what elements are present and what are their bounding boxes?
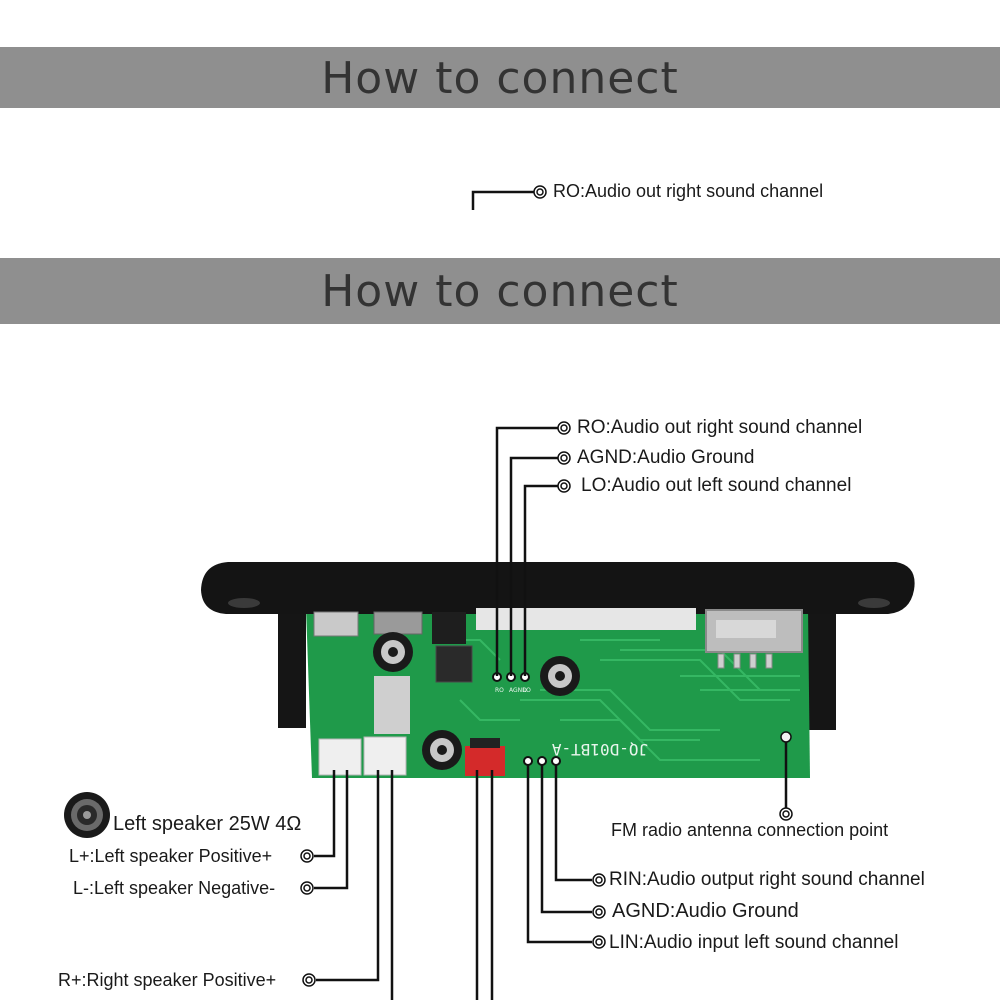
speaker-icon <box>64 792 110 838</box>
l-pos-label: L+:Left speaker Positive+ <box>69 846 273 866</box>
left-speaker-label: Left speaker 25W 4Ω <box>113 813 302 835</box>
ro-leader <box>495 426 558 676</box>
top-ro-leader <box>471 190 534 210</box>
ic-chip <box>435 645 473 683</box>
marker-icon <box>302 973 316 987</box>
l-neg-leader <box>314 770 349 890</box>
lo-leader <box>523 484 558 676</box>
usb-port-inner <box>716 620 776 638</box>
board-model-silkscreen: JQ-D01BT-A <box>551 740 648 759</box>
board-button-2 <box>373 611 423 635</box>
power-connector <box>465 746 505 776</box>
r-pos-leader <box>316 770 380 982</box>
section-banner: How to connect <box>0 258 1000 324</box>
marker-icon <box>592 935 606 949</box>
agnd-in-label: AGND:Audio Ground <box>612 900 799 922</box>
capacitor-3 <box>422 730 462 770</box>
lin-leader <box>526 764 592 944</box>
left-speaker-terminal <box>318 738 362 776</box>
pin-silkscreen-label: RO <box>495 687 504 694</box>
top-banner: How to connect <box>0 47 1000 108</box>
agnd-out-leader <box>509 456 558 676</box>
marker-icon <box>557 421 571 435</box>
agnd-out-label: AGND:Audio Ground <box>577 447 755 468</box>
usb-pins <box>717 653 773 669</box>
mp3-module-board: JQ-D01BT-A <box>201 562 915 778</box>
rin-leader <box>554 764 592 882</box>
marker-icon <box>300 881 314 895</box>
marker-icon <box>300 849 314 863</box>
ro-label: RO:Audio out right sound channel <box>577 417 863 438</box>
rin-label: RIN:Audio output right sound channel <box>609 869 925 890</box>
l-pos-leader <box>314 770 336 858</box>
pin-silkscreen-label: AGND <box>509 687 527 694</box>
marker-icon <box>779 807 793 821</box>
ro-label-top: RO:Audio out right sound channel <box>553 181 824 201</box>
lo-label: LO:Audio out left sound channel <box>581 475 852 496</box>
power-connector-top <box>470 738 500 748</box>
right-speaker-terminal <box>363 736 407 776</box>
leader-lines <box>314 426 788 1000</box>
marker-icon <box>557 451 571 465</box>
fm-antenna-label: FM radio antenna connection point <box>611 820 889 840</box>
heatsink-pad <box>374 676 410 734</box>
pin-silkscreen-label: LO <box>523 687 531 694</box>
marker-icon <box>557 479 571 493</box>
agnd-in-leader <box>540 764 592 914</box>
marker-icon <box>592 905 606 919</box>
fm-antenna-pad <box>780 731 792 743</box>
bezel-hole-right <box>858 598 890 608</box>
capacitor-1 <box>373 632 413 672</box>
display-ribbon <box>476 608 696 630</box>
board-button-1 <box>313 611 359 637</box>
marker-icon <box>592 873 606 887</box>
right-post <box>808 608 836 730</box>
ir-receiver <box>432 612 466 644</box>
connection-markers <box>300 185 793 987</box>
l-neg-label: L-:Left speaker Negative- <box>73 878 276 898</box>
marker-icon <box>533 185 547 199</box>
left-post <box>278 608 306 728</box>
front-bezel <box>201 562 915 614</box>
lin-label: LIN:Audio input left sound channel <box>609 932 899 953</box>
capacitor-2 <box>540 656 580 696</box>
r-pos-label: R+:Right speaker Positive+ <box>58 970 277 990</box>
bezel-hole-left <box>228 598 260 608</box>
